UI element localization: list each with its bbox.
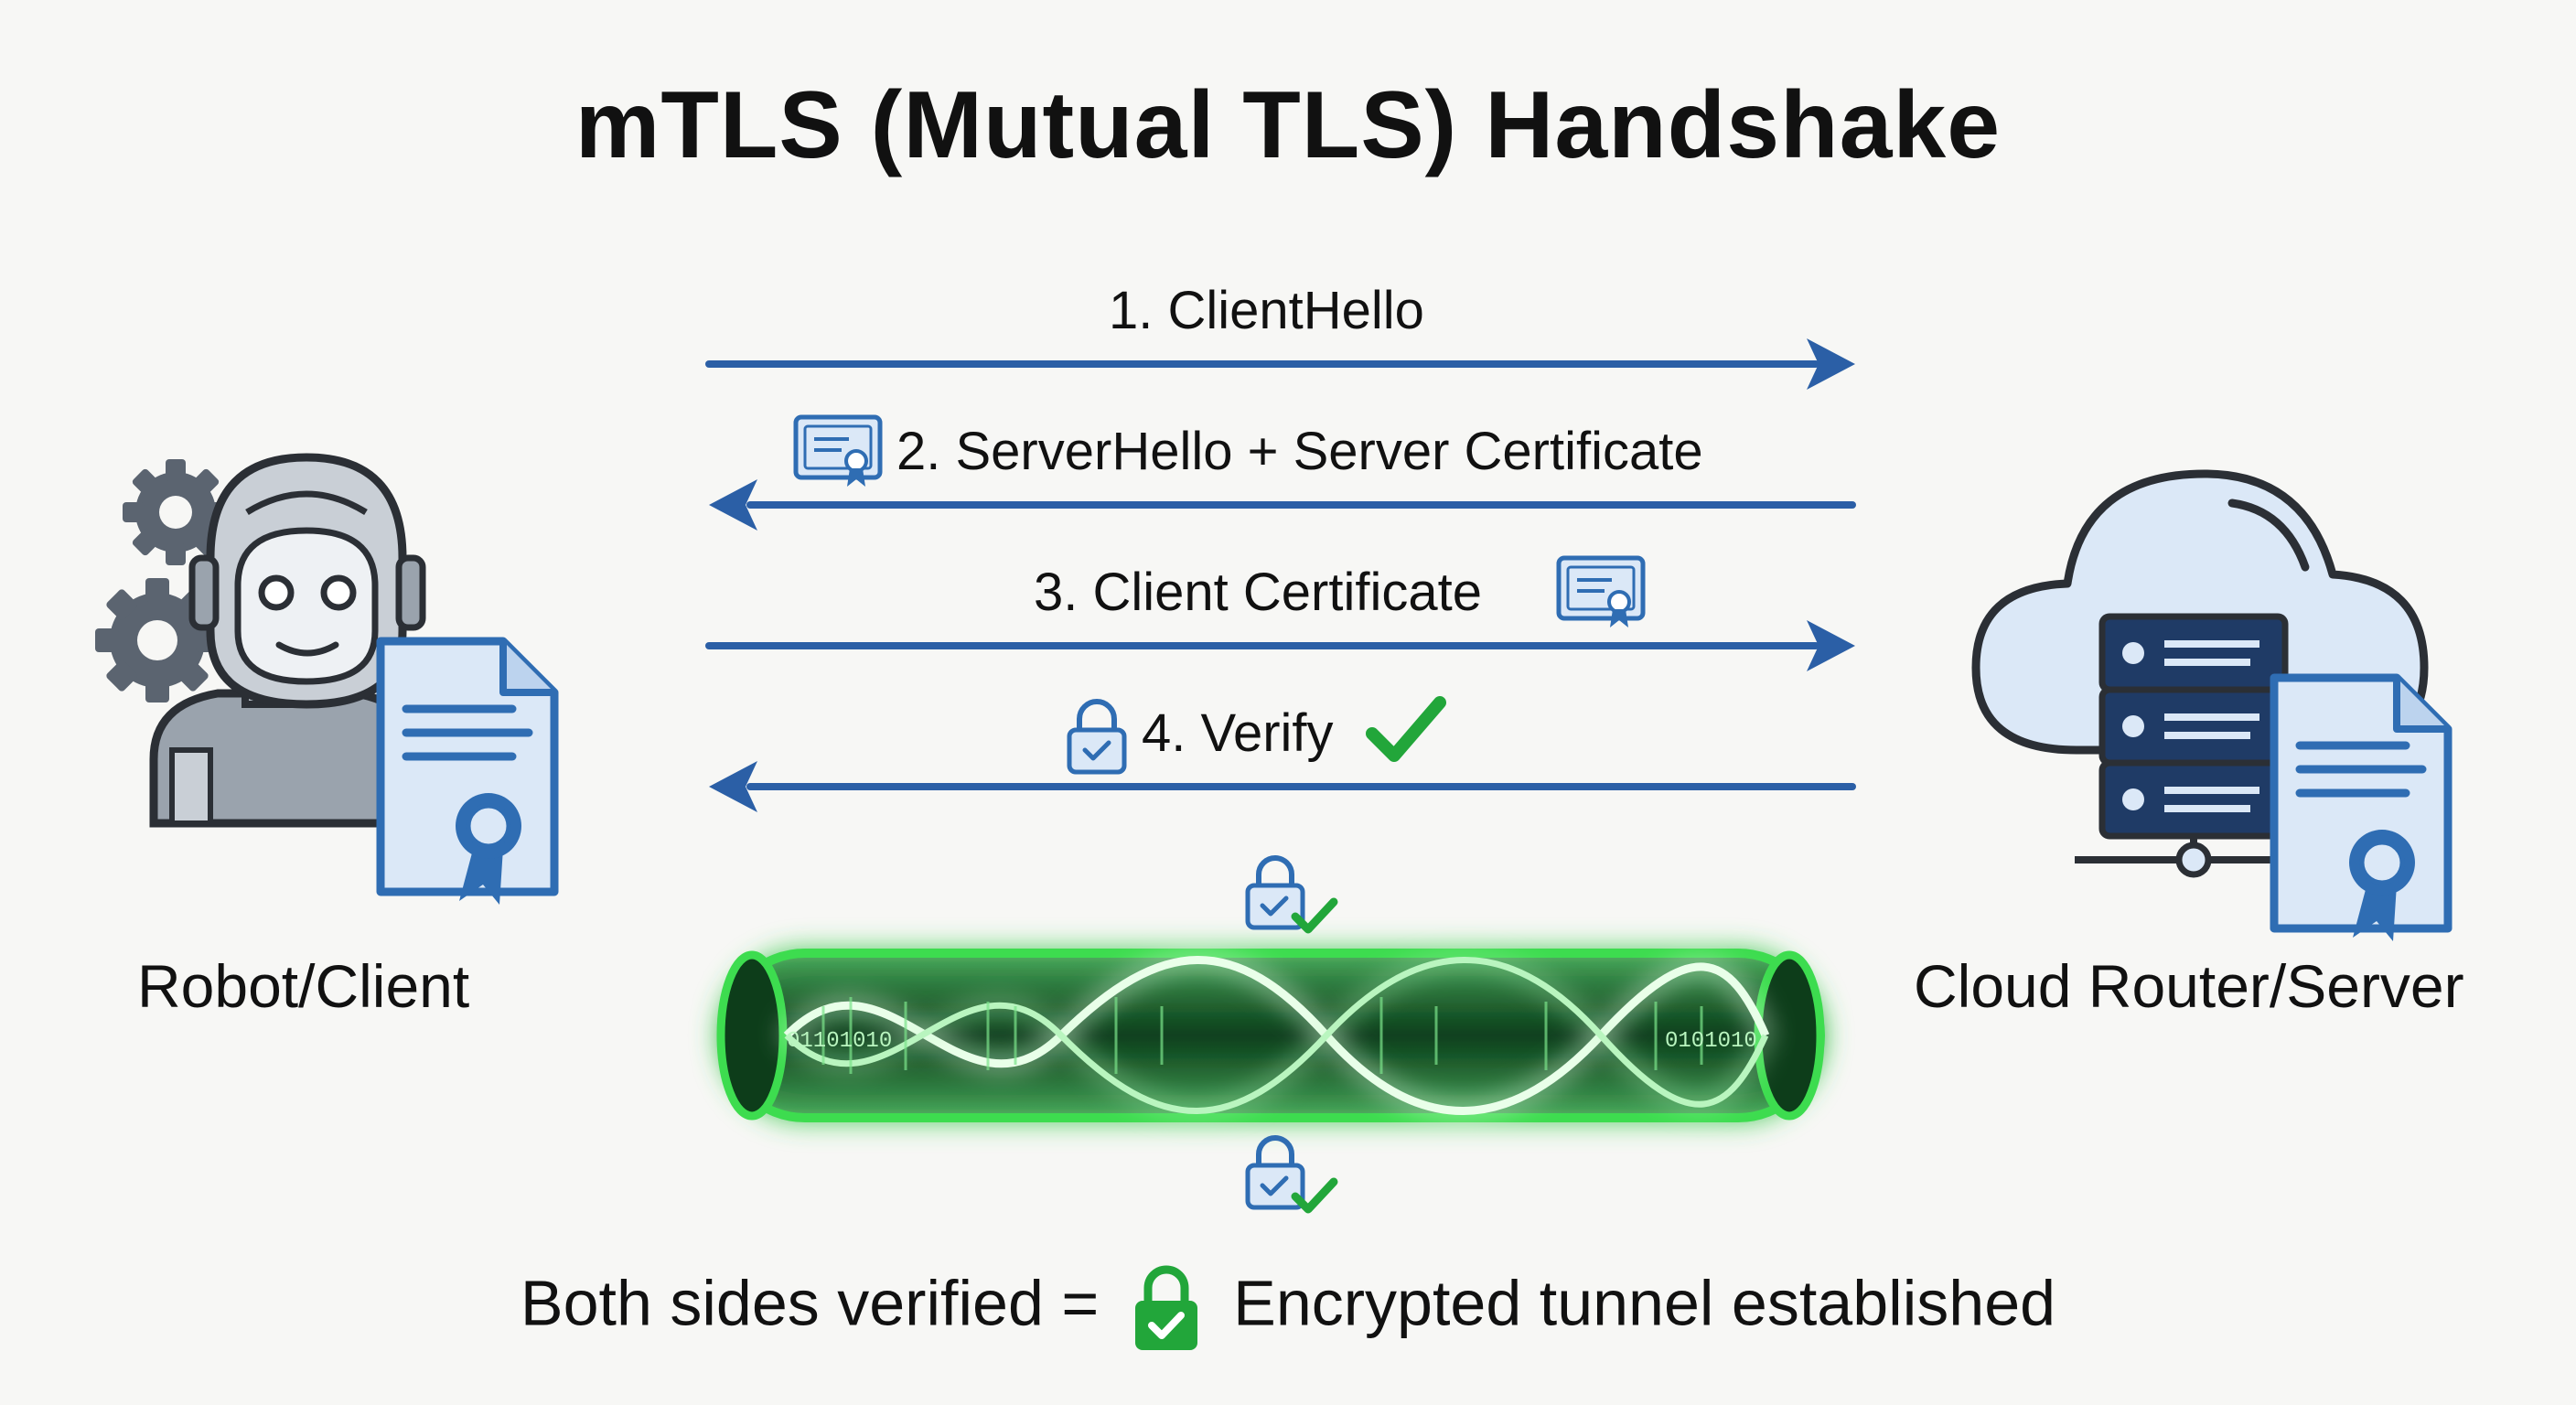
- server-label: Cloud Router/Server: [1914, 952, 2464, 1020]
- cloud-server-illustration: [1971, 469, 2453, 941]
- step-1-label: 1. ClientHello: [1109, 281, 1424, 340]
- step-2-label: 2. ServerHello + Server Certificate: [896, 422, 1703, 481]
- footer-caption: Both sides verified = Encrypted tunnel e…: [0, 1262, 2576, 1354]
- arrow-step-1: [705, 338, 1855, 390]
- arrow-step-4: [709, 761, 1856, 812]
- robot-icon: [149, 453, 426, 828]
- arrow-step-2: [709, 479, 1856, 531]
- green-lock-check-icon: [1134, 1265, 1197, 1350]
- lock-check-icon: [1245, 855, 1338, 934]
- client-label: Robot/Client: [137, 952, 470, 1020]
- certificate-document-icon: [2270, 673, 2453, 941]
- robot-client-illustration: [95, 453, 559, 905]
- tunnel-binary-left: 01101010: [787, 1029, 892, 1054]
- footer-suffix: Encrypted tunnel established: [1233, 1267, 2056, 1339]
- encrypted-tunnel: 01101010 0101010: [716, 949, 1825, 1122]
- certificate-icon: [793, 414, 883, 487]
- step-4-label: 4. Verify: [1142, 703, 1334, 763]
- lock-icon: [1067, 699, 1127, 775]
- page-title: mTLS (Mutual TLS) Handshake: [574, 72, 2002, 178]
- server-rack-icon: [2075, 613, 2314, 878]
- footer-prefix: Both sides verified =: [520, 1267, 1100, 1339]
- certificate-icon: [1556, 555, 1646, 627]
- lock-check-icon: [1245, 1135, 1338, 1214]
- checkmark-icon: [1366, 696, 1446, 762]
- certificate-document-icon: [376, 637, 559, 905]
- step-3-label: 3. Client Certificate: [1034, 563, 1482, 622]
- tunnel-binary-right: 0101010: [1665, 1029, 1757, 1054]
- arrow-step-3: [705, 620, 1855, 671]
